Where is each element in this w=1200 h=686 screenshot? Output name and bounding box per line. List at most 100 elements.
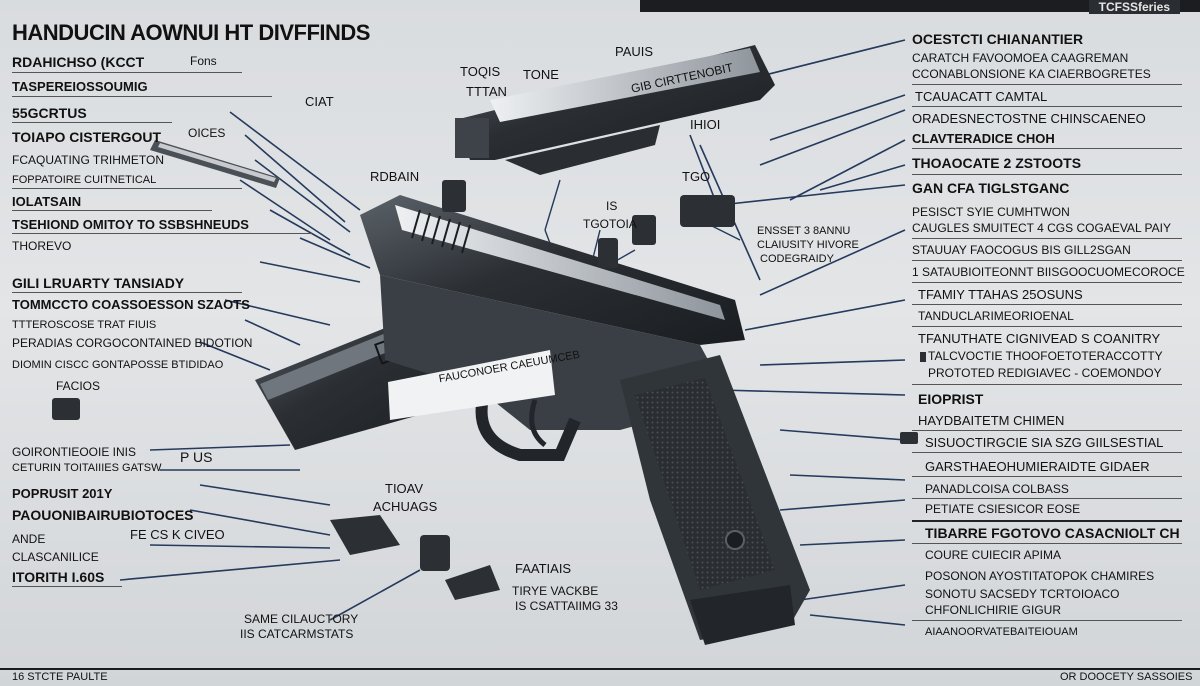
divider <box>12 233 312 234</box>
left-label: ANDE <box>12 532 46 546</box>
left-label: FE CS K CIVEO <box>130 527 225 542</box>
divider <box>912 620 1182 621</box>
divider <box>912 282 1182 283</box>
left-label: IOLATSAIN <box>12 194 82 209</box>
right-label: PESISCT SYIE CUMHTWON <box>912 205 1070 219</box>
divider <box>12 292 242 293</box>
divider <box>912 326 1182 327</box>
page-title: HANDUCIN AOWNUI HT DIVFFINDS <box>12 20 370 45</box>
left-label: DIOMIN CISCC GONTAPOSSE BTIDIDAO <box>12 359 224 371</box>
small-parts <box>52 180 926 600</box>
divider <box>912 260 1182 261</box>
left-label: TTTEROSCOSE TRAT FIUIS <box>12 319 157 331</box>
left-label: 55GCRTUS <box>12 105 87 121</box>
main-pistol <box>360 195 810 645</box>
divider <box>912 543 1182 544</box>
right-label: POSONON AYOSTITATOPOK CHAMIRES <box>925 569 1155 583</box>
series-tag: TCFSSferies <box>1088 0 1180 14</box>
left-label: TASPEREIOSSOUMIG <box>12 79 148 94</box>
center-label: SAME CILAUCTORY <box>244 612 359 626</box>
upper-slide <box>455 45 775 175</box>
right-label: CHFONLICHIRIE GIGUR <box>925 603 1062 617</box>
right-label: TIBARRE FGOTOVO CASACNIOLT CH <box>925 525 1180 541</box>
right-label: CLAVTERADICE CHOH <box>912 131 1055 146</box>
left-label: POPRUSIT 201Y <box>12 486 113 501</box>
divider <box>12 96 272 97</box>
center-label: ENSSET 3 8ANNU <box>757 225 851 237</box>
divider <box>912 148 1182 149</box>
right-label: SISUOCTIRGCIE SIA SZG GIILSESTIAL <box>925 435 1164 450</box>
right-label: PETIATE CSIESICOR EOSE <box>925 502 1081 516</box>
left-label: TOMMCCTO COASSOESSON SZAOTS <box>12 297 250 312</box>
center-label: CLAIUSITY HIVORE <box>757 239 859 251</box>
callout-lines-right <box>689 39 906 626</box>
right-label: GARSTHAEOHUMIERAIDTE GIDAER <box>925 459 1150 474</box>
left-label: Fons <box>190 54 217 68</box>
footer-left: 16 STCTE PAULTE <box>12 671 108 683</box>
center-label: FAATIAIS <box>515 561 572 576</box>
right-label: COURE CUIECIR APIMA <box>925 548 1062 562</box>
divider <box>12 210 212 211</box>
left-label: FCAQUATING TRIHMETON <box>12 153 165 167</box>
right-label: PANADLCOISA COLBASS <box>925 482 1069 496</box>
left-label: ITORITH I.60S <box>12 569 105 585</box>
divider <box>912 384 1182 385</box>
divider <box>912 174 1182 175</box>
center-label: TIOAV <box>385 481 424 496</box>
right-label: TCAUACATT CAMTAL <box>915 89 1048 104</box>
center-label: TOQIS <box>460 64 501 79</box>
left-label: OICES <box>188 126 226 140</box>
right-label: EIOPRIST <box>918 391 984 407</box>
center-label: TGOTOIA <box>583 217 637 231</box>
left-label: P US <box>180 449 213 465</box>
right-label: CAUGLES SMUITECT 4 CGS COGAEVAL PAIY <box>912 221 1171 235</box>
header-bar <box>640 0 1200 12</box>
left-label: FACIOS <box>56 379 101 393</box>
right-label: AIAANOORVATEBAITEIOUAM <box>925 626 1078 638</box>
right-label: TALCVOCTIE THOOFOETOTERACCOTTY <box>928 349 1163 363</box>
center-label: RDBAIN <box>370 169 420 184</box>
right-label: 1 SATAUBIOITEONNT BIISGOOCUOMECOROCE <box>912 265 1185 279</box>
center-label: TONE <box>523 67 559 82</box>
divider <box>912 84 1182 85</box>
right-label: TANDUCLARIMEORIOENAL <box>918 309 1074 323</box>
center-label: TIRYE VACKBE <box>512 584 599 598</box>
left-label: RDAHICHSO (KCCT <box>12 54 145 70</box>
center-label: ACHUAGS <box>373 499 438 514</box>
center-label: IS <box>606 199 618 213</box>
left-label: FOPPATOIRE CUITNETICAL <box>12 174 157 186</box>
right-label: GAN CFA TIGLSTGANC <box>912 180 1070 196</box>
divider <box>912 520 1182 522</box>
right-label: SONOTU SACSEDY TCRTOIOACO <box>925 587 1120 601</box>
center-label: TTTAN <box>466 84 507 99</box>
right-label: CCONABLONSIONE KA CIAERBOGRETES <box>912 67 1151 81</box>
divider <box>12 188 242 189</box>
right-label: STAUUAY FAOCOGUS BIS GILL2SGAN <box>912 243 1131 257</box>
left-label: TOIAPO CISTERGOUT <box>12 129 162 145</box>
footer-right: OR DOOCETY SASSOIES <box>1060 671 1193 683</box>
center-label: TGO <box>682 169 711 184</box>
divider <box>912 304 1182 305</box>
left-label: THOREVO <box>12 239 72 253</box>
left-label: GOIRONTIEOOIE INIS <box>12 445 137 459</box>
right-label: THOAOCATE 2 ZSTOOTS <box>912 155 1082 171</box>
left-label: GILI LRUARTY TANSIADY <box>12 275 185 291</box>
right-label: TFANUTHATE CIGNIVEAD S COANITRY <box>918 331 1161 346</box>
tool-part <box>150 140 280 188</box>
divider <box>12 122 172 123</box>
center-label: IS CSATTAIIMG 33 <box>515 599 618 613</box>
left-label: CETURIN TOITAIIIES GATSW <box>12 462 162 474</box>
center-label: IHIOI <box>690 117 721 132</box>
callout-lines-left <box>119 111 421 621</box>
center-label: IIS CATCARMSTATS <box>240 627 354 641</box>
right-label: CARATCH FAVOOMOEA CAAGREMAN <box>912 51 1129 65</box>
left-label: CLASCANILICE <box>12 550 99 564</box>
right-label: PROTOTED REDIGIAVEC - COEMONDOY <box>928 366 1162 380</box>
divider <box>12 72 242 73</box>
right-label: ORADESNECTOSTNE CHINSCAENEO <box>912 111 1146 126</box>
divider <box>912 238 1182 239</box>
right-label: TFAMIY TTAHAS 25OSUNS <box>918 287 1083 302</box>
center-label: PAUIS <box>615 44 654 59</box>
right-label: OCESTCTI CHIANANTIER <box>912 31 1084 47</box>
